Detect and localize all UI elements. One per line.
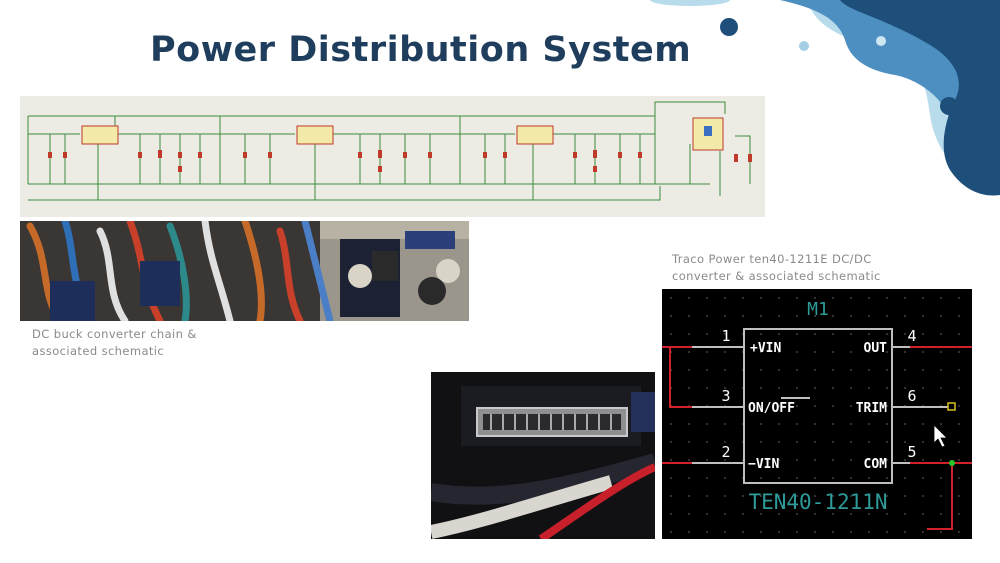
mouse-cursor-icon — [933, 424, 948, 448]
capacitor-left — [348, 264, 372, 288]
dot-white-small — [876, 36, 886, 46]
pin-number-3: 3 — [721, 387, 730, 405]
capacitor-right — [436, 259, 460, 283]
wire-left-drop — [669, 347, 692, 408]
pin-number-4: 4 — [907, 327, 916, 345]
pin-name-vin-plus: +VIN — [750, 341, 781, 356]
trim-pin-end-marker — [947, 402, 956, 411]
grid-background — [662, 289, 972, 539]
ten40-module-schematic: M1 TEN40-1211N 1 +VIN 3 ON/OFF 2 −VIN 4 … — [662, 289, 972, 539]
dot-light-small — [799, 41, 809, 51]
dot-dark-top — [720, 18, 738, 36]
pin-number-1: 1 — [721, 327, 730, 345]
pin-number-5: 5 — [907, 443, 916, 461]
caption-traco-converter: Traco Power ten40-1211E DC/DC converter … — [672, 252, 881, 283]
buck-chain-schematic — [20, 96, 765, 217]
pin-number-6: 6 — [907, 387, 916, 405]
blob-wisp — [650, 0, 730, 6]
module-part-number: TEN40-1211N — [748, 490, 887, 514]
traco-photo-drawing — [431, 372, 655, 539]
pin-name-vin-minus: −VIN — [748, 457, 779, 472]
inductor — [418, 277, 446, 305]
pin-name-on-off: ON/OFF — [748, 401, 795, 416]
pin-name-trim: TRIM — [856, 401, 887, 416]
buck-chain-photo-drawing — [20, 221, 469, 321]
dot-dark-right — [940, 97, 958, 115]
blob-dark — [840, 0, 1000, 196]
page-title: Power Distribution System — [150, 30, 692, 70]
pin-name-out: OUT — [864, 341, 888, 356]
pin-name-com: COM — [864, 457, 888, 472]
traco-converter-photo — [431, 372, 655, 539]
buck-chain-photo — [20, 221, 469, 321]
module-body — [743, 328, 893, 484]
com-junction-dot — [949, 460, 955, 466]
pin-number-2: 2 — [721, 443, 730, 461]
schematic-drawing — [27, 101, 752, 201]
module-symbol-drawing: M1 TEN40-1211N 1 +VIN 3 ON/OFF 2 −VIN 4 … — [662, 289, 972, 539]
module-designator: M1 — [807, 299, 829, 320]
wire-com-drop — [927, 463, 953, 530]
caption-buck-chain: DC buck converter chain & associated sch… — [32, 327, 197, 358]
